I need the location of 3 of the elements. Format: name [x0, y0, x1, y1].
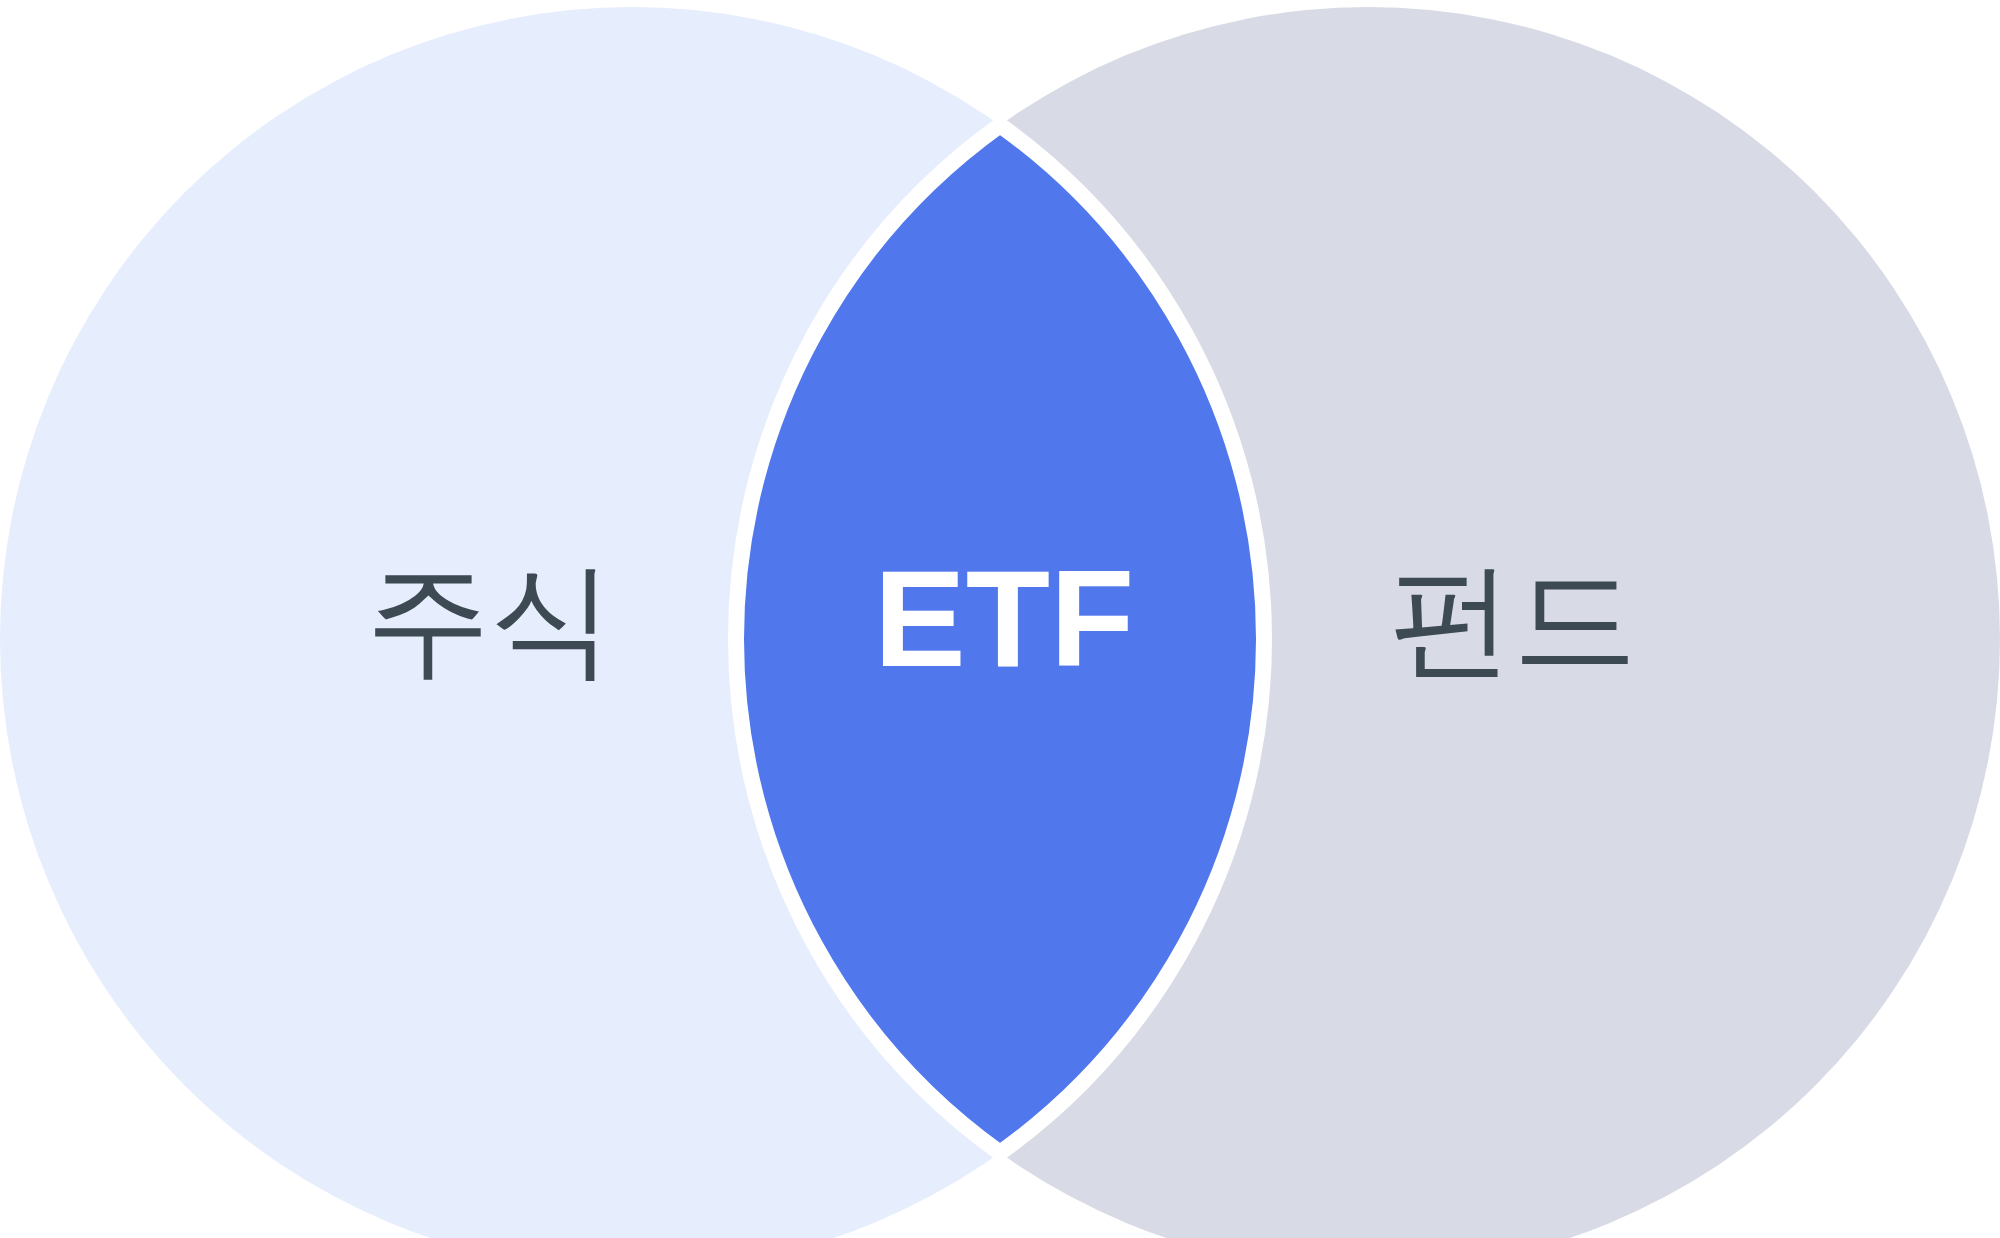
set-label: 펀드 [1389, 557, 1637, 681]
set-label: 주식 [366, 557, 614, 681]
intersection-label: ETF [873, 549, 1135, 687]
